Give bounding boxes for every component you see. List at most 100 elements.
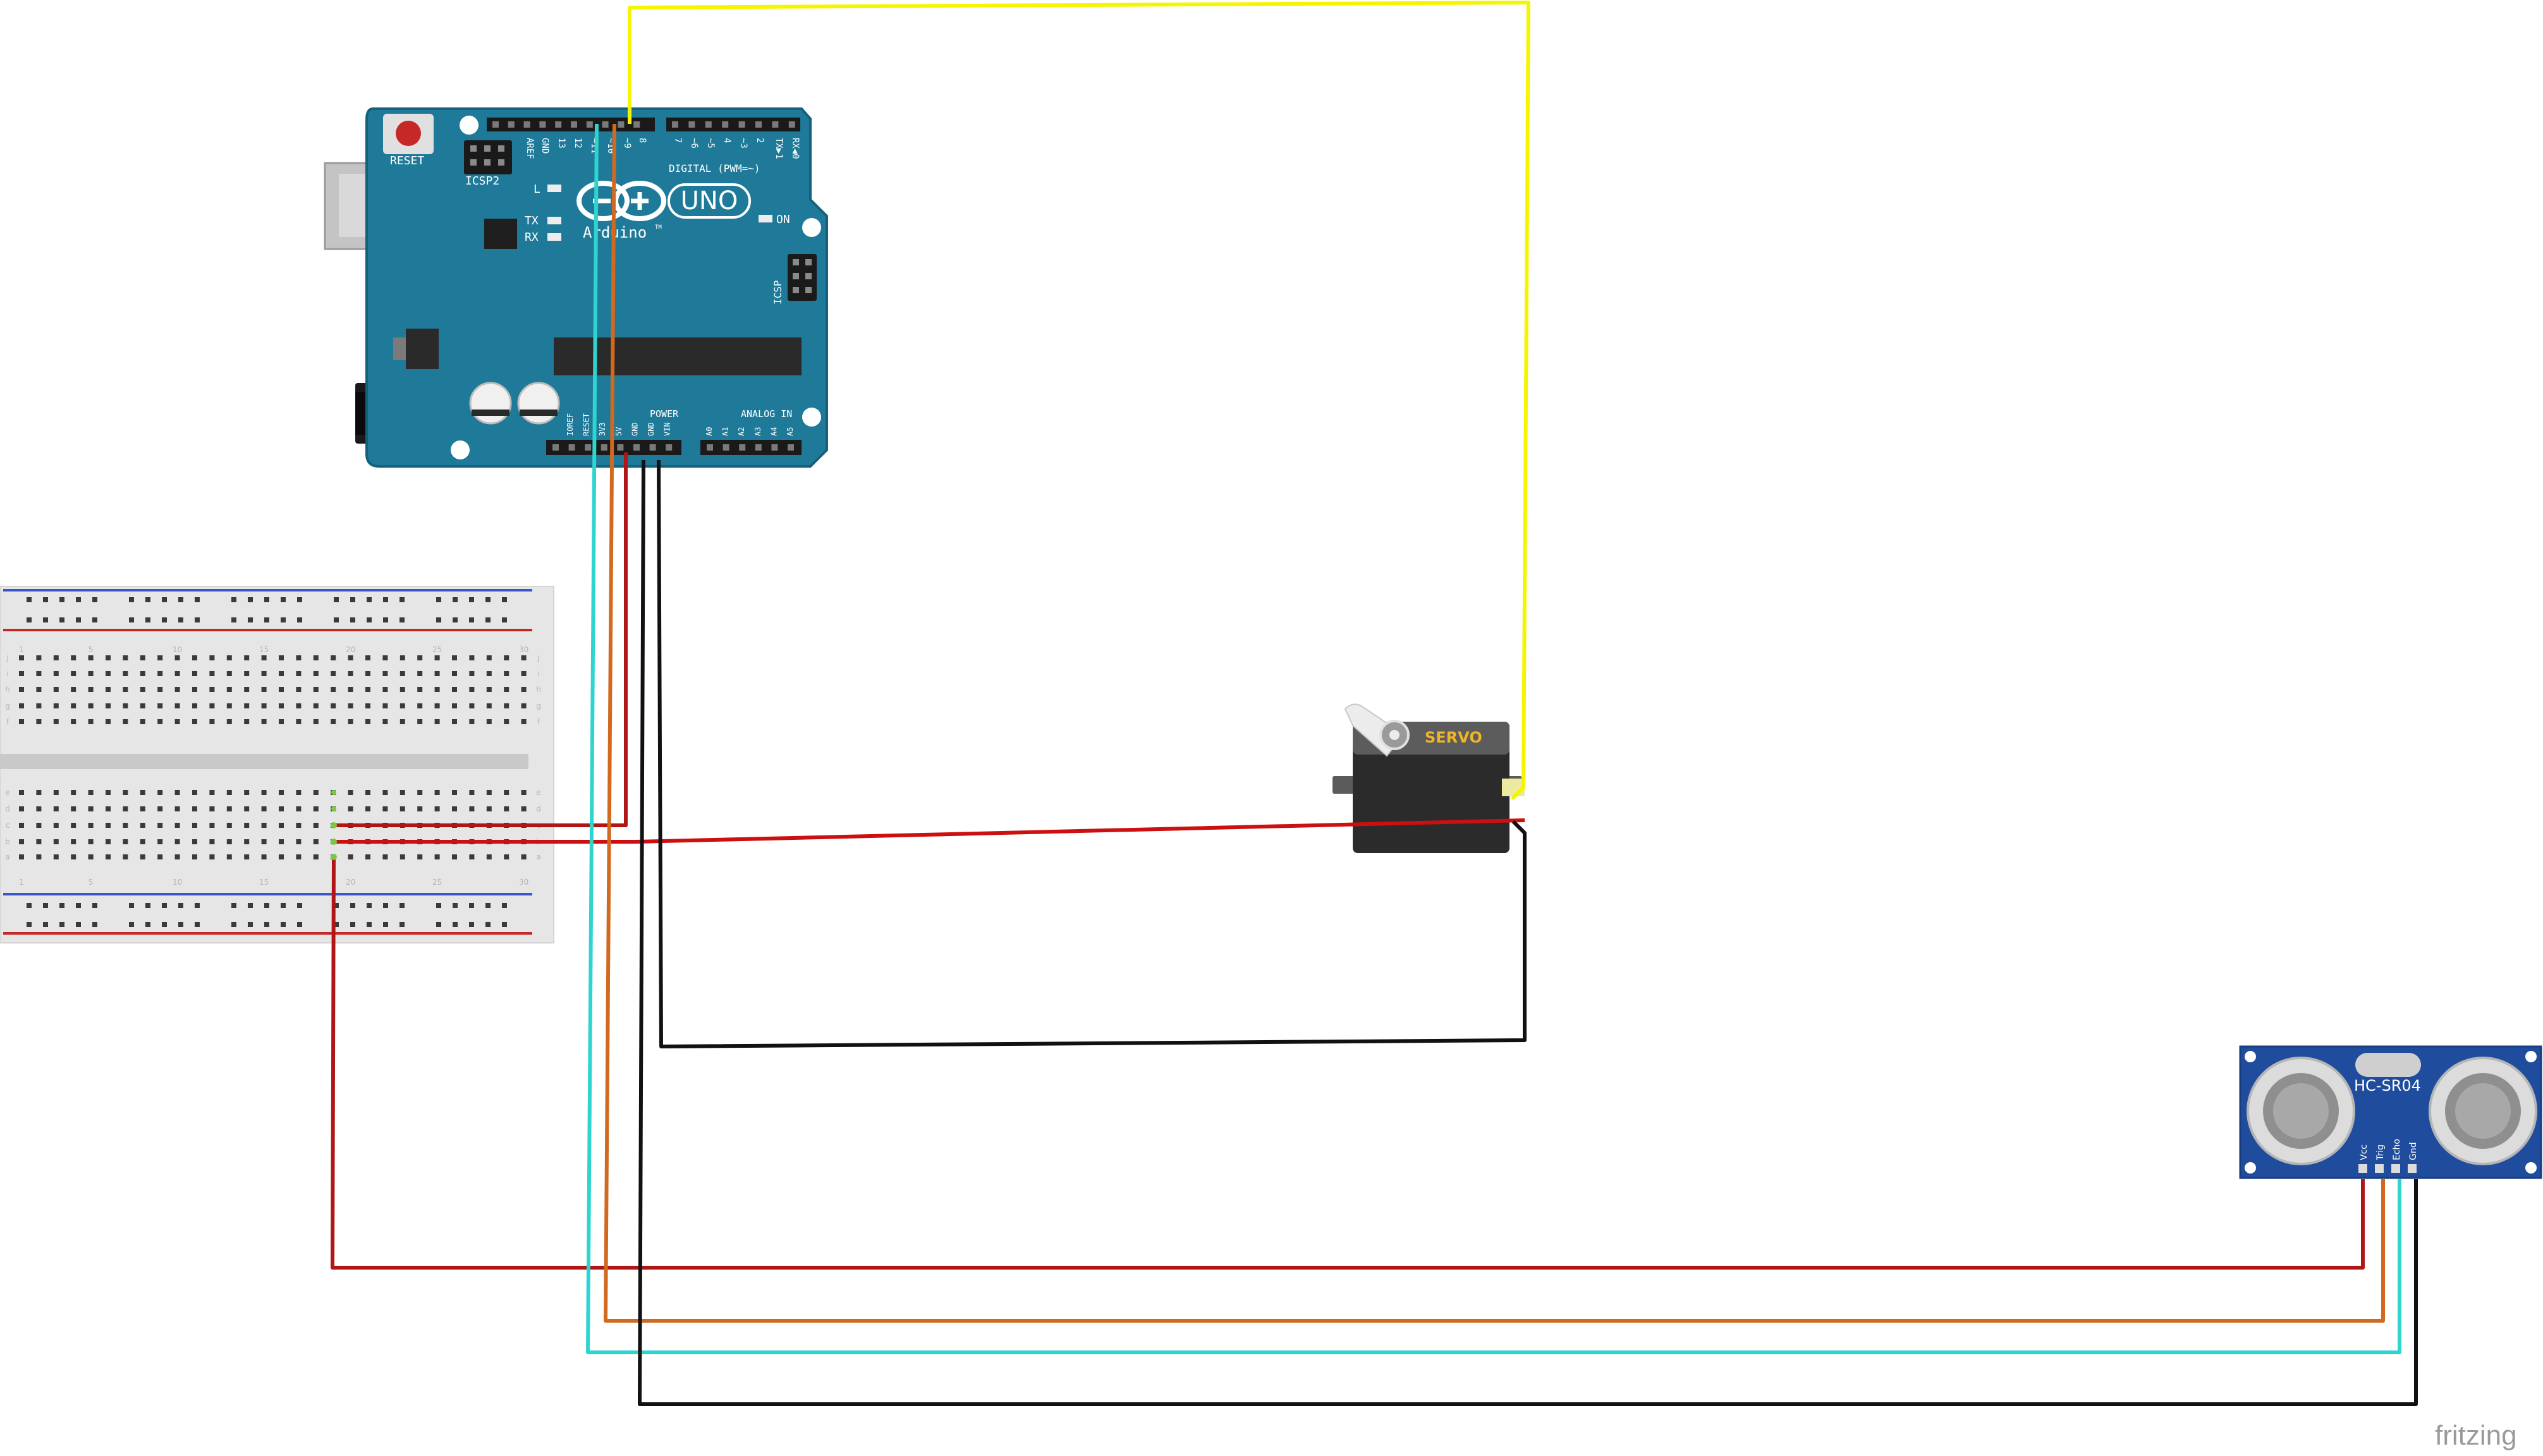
- breadboard-hole: [244, 823, 250, 828]
- breadboard-hole: [209, 823, 215, 828]
- analog-pin-label: A0: [705, 427, 714, 436]
- breadboard-column-number: 25: [432, 878, 442, 887]
- breadboard-row-letter: j: [537, 653, 539, 662]
- breadboard-hole: [226, 839, 232, 844]
- breadboard-hole: [178, 597, 183, 602]
- breadboard-hole: [485, 903, 491, 908]
- breadboard-hole: [209, 790, 215, 795]
- breadboard-hole: [296, 671, 302, 676]
- analog-pin-label: A4: [769, 427, 778, 436]
- breadboard-hole: [469, 597, 474, 602]
- breadboard-hole: [350, 922, 355, 927]
- breadboard-hole: [162, 922, 167, 927]
- breadboard-hole: [157, 671, 163, 676]
- breadboard-hole: [106, 790, 111, 795]
- breadboard-hole: [334, 903, 339, 908]
- digital-pin-label: 13: [556, 138, 566, 149]
- breadboard-hole: [19, 839, 24, 844]
- breadboard-hole: [19, 655, 24, 660]
- breadboard-hole: [469, 854, 475, 859]
- analog-header-pins: [707, 444, 794, 451]
- breadboard-hole: [279, 790, 284, 795]
- breadboard-hole: [382, 703, 388, 708]
- breadboard-hole: [313, 655, 319, 660]
- breadboard-hole: [88, 790, 94, 795]
- breadboard-hole: [281, 597, 286, 602]
- digital-pin-label: 4: [722, 138, 732, 143]
- breadboard-hole: [331, 687, 336, 692]
- breadboard-hole: [88, 719, 94, 724]
- breadboard-row-letter: h: [536, 685, 541, 694]
- breadboard-hole: [192, 790, 197, 795]
- breadboard-hole: [71, 854, 76, 859]
- breadboard-hole: [226, 790, 232, 795]
- breadboard-hole: [348, 790, 353, 795]
- voltage-regulator: [406, 329, 439, 369]
- breadboard-hole: [123, 806, 128, 811]
- breadboard-hole: [486, 671, 492, 676]
- icsp-pin: [484, 159, 491, 166]
- breadboard-hole: [92, 922, 97, 927]
- wire-darkred-vcc: [331, 856, 2365, 1270]
- breadboard-hole: [348, 687, 353, 692]
- breadboard-hole: [140, 719, 145, 724]
- breadboard-hole: [279, 671, 284, 676]
- breadboard-hole: [469, 617, 474, 622]
- breadboard-hole: [19, 719, 24, 724]
- breadboard-hole: [331, 719, 336, 724]
- icsp-header: [788, 254, 817, 301]
- breadboard-hole: [504, 854, 509, 859]
- icsp-pin: [484, 145, 491, 152]
- header-pin: [739, 444, 746, 451]
- breadboard-hole: [27, 597, 32, 602]
- digital-pin-label: RX◀0: [790, 138, 800, 159]
- breadboard-row-letter: b: [5, 837, 10, 846]
- breadboard-hole: [106, 823, 111, 828]
- breadboard-hole: [71, 687, 76, 692]
- breadboard-hole: [88, 823, 94, 828]
- breadboard-hole: [106, 719, 111, 724]
- breadboard-hole: [248, 922, 253, 927]
- breadboard-hole: [436, 922, 441, 927]
- breadboard-hole: [521, 671, 527, 676]
- breadboard-hole: [76, 597, 81, 602]
- on-label: ON: [776, 213, 790, 226]
- breadboard-hole: [261, 687, 267, 692]
- breadboard-row-letter: e: [5, 788, 9, 797]
- breadboard-hole: [53, 790, 59, 795]
- breadboard-hole: [486, 655, 492, 660]
- breadboard-hole: [192, 839, 197, 844]
- breadboard-hole: [313, 687, 319, 692]
- breadboard-hole: [129, 922, 134, 927]
- header-pin: [571, 121, 577, 128]
- breadboard-hole: [19, 806, 24, 811]
- breadboard-hole: [365, 854, 370, 859]
- icsp-pin: [470, 159, 477, 166]
- breadboard-hole: [43, 903, 48, 908]
- breadboard-hole: [436, 617, 441, 622]
- breadboard-hole: [123, 839, 128, 844]
- led-l: [547, 185, 561, 192]
- breadboard-hole: [106, 854, 111, 859]
- breadboard-hole: [88, 671, 94, 676]
- transducer-left-inner: [2273, 1083, 2329, 1139]
- analog-header: [700, 440, 802, 455]
- header-pin: [771, 444, 778, 451]
- wire-red-servo: [334, 818, 1525, 844]
- breadboard-hole: [383, 903, 388, 908]
- breadboard-hole: [399, 922, 405, 927]
- breadboard-hole: [504, 806, 509, 811]
- breadboard-hole: [19, 854, 24, 859]
- breadboard-hole: [226, 854, 232, 859]
- breadboard-hole: [399, 597, 405, 602]
- breadboard-hole: [365, 790, 370, 795]
- breadboard-hole: [399, 655, 405, 660]
- breadboard-hole: [382, 655, 388, 660]
- breadboard-hole: [296, 806, 302, 811]
- power-pin-label: GND: [647, 422, 656, 436]
- power-pin-label: RESET: [582, 413, 591, 436]
- breadboard-hole: [434, 719, 440, 724]
- wire-endpoint: [331, 822, 337, 828]
- breadboard-hole: [145, 617, 150, 622]
